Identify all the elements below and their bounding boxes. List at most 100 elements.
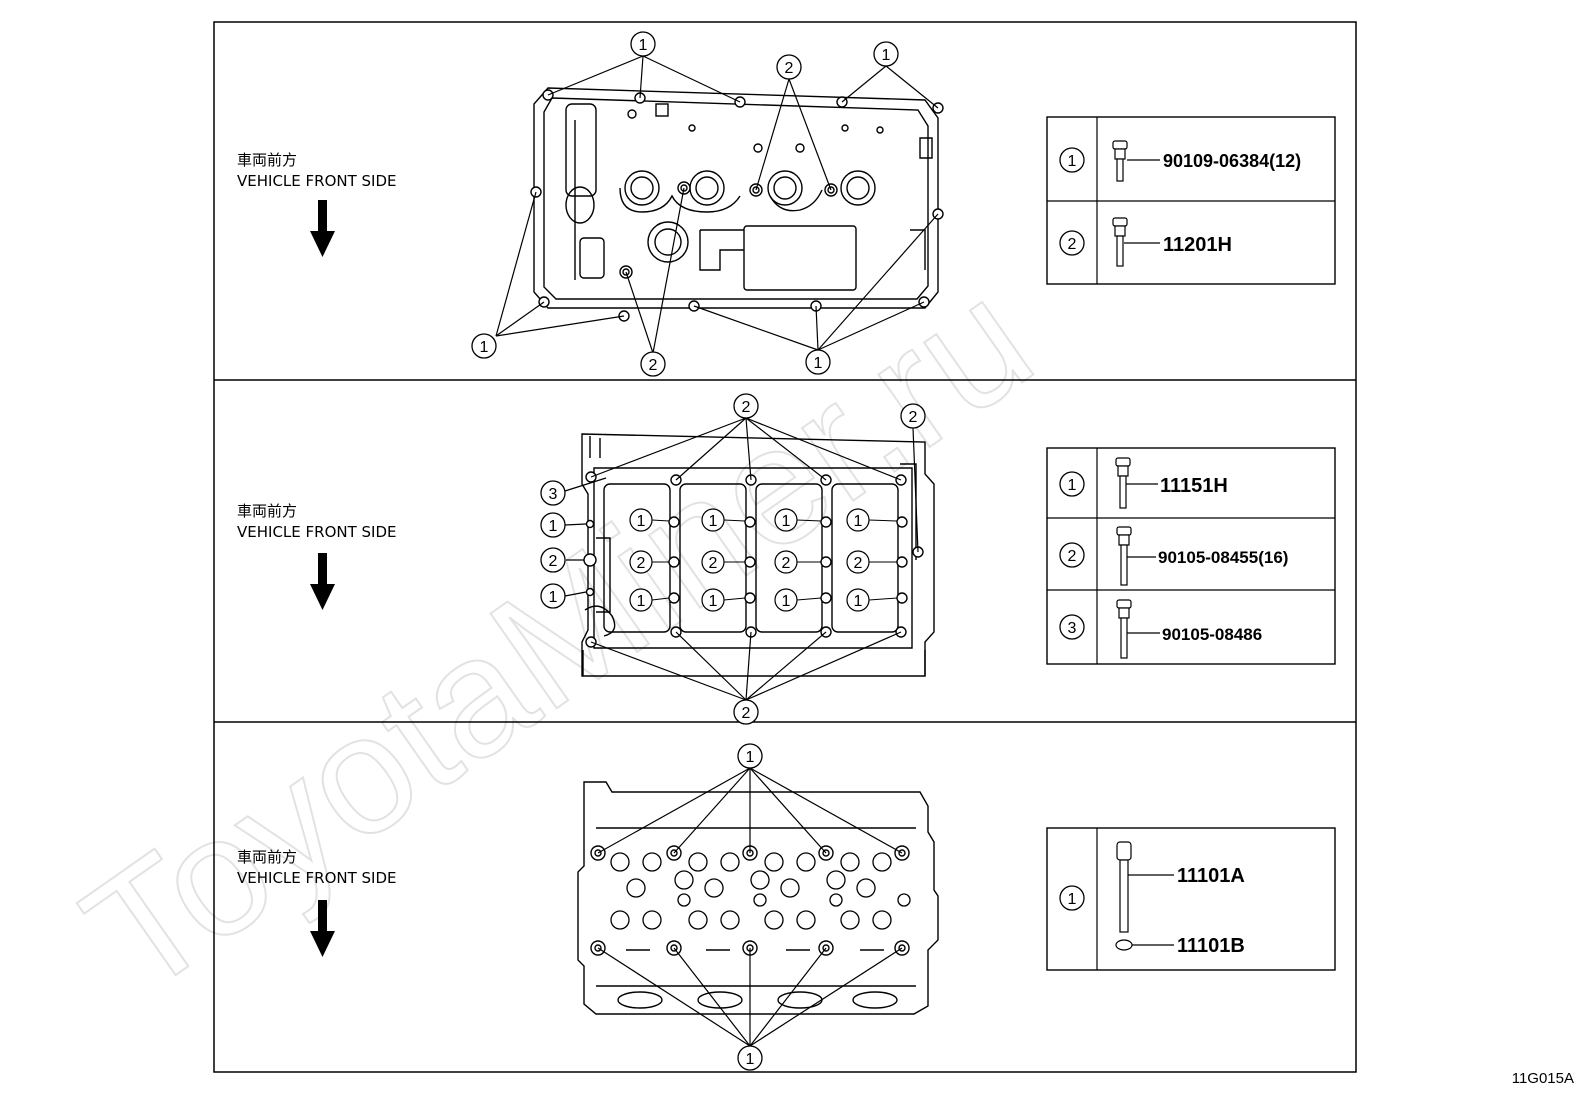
bore-callout: 1 [629, 508, 670, 532]
block-callouts: 2 2 3 1 2 1 2 [540, 393, 926, 725]
bolt-icon [1116, 599, 1132, 659]
bolt-part-number: 90105-08486 [1162, 625, 1262, 644]
bore-callout: 1 [774, 508, 822, 532]
svg-text:1: 1 [814, 355, 823, 372]
svg-text:2: 2 [742, 399, 751, 416]
cover-drawing [533, 87, 939, 309]
svg-text:1: 1 [549, 589, 558, 606]
bolt-number: 1 [1068, 153, 1077, 170]
svg-text:1: 1 [637, 513, 646, 530]
callout-circle: 1 [737, 743, 763, 769]
bolt-number: 2 [1068, 548, 1077, 565]
cover-bolt-holes [530, 89, 944, 322]
svg-text:1: 1 [709, 513, 718, 530]
bolt-row: 1 11101A 11101B [1059, 841, 1245, 957]
bolt-part-number: 11151H [1160, 475, 1228, 497]
head-bolt-holes [590, 845, 910, 956]
svg-text:1: 1 [639, 37, 648, 54]
callout-circle: 1 [540, 583, 566, 609]
block-leaders [564, 417, 919, 701]
bolt-row: 2 11201H [1059, 217, 1232, 267]
front-label-jp: 車両前方 [237, 502, 297, 520]
callout-circle: 1 [805, 349, 831, 375]
callout-circle: 2 [540, 547, 566, 573]
bolt-row: 3 90105-08486 [1059, 599, 1262, 659]
panel-head: 車両前方 VEHICLE FRONT SIDE [237, 743, 1336, 1071]
bore-callout: 1 [774, 588, 822, 612]
svg-text:1: 1 [480, 339, 489, 356]
head-bores [610, 852, 911, 930]
bore-callout: 1 [701, 588, 746, 612]
bolt-icon [1115, 841, 1133, 951]
svg-text:1: 1 [746, 749, 755, 766]
head-callouts: 1 1 [737, 743, 763, 1071]
svg-text:2: 2 [649, 357, 658, 374]
bolt-part-number: 11101A [1177, 865, 1245, 887]
bolt-icon [1115, 457, 1131, 509]
block-grid-labels: 1 2 1 1 2 1 1 2 1 1 2 1 [629, 508, 898, 612]
bolt-icon [1112, 217, 1128, 267]
bolt-number: 3 [1068, 620, 1077, 637]
svg-text:2: 2 [909, 409, 918, 426]
callout-circle: 2 [900, 403, 926, 429]
front-label-en: VEHICLE FRONT SIDE [237, 172, 397, 190]
head-drawing [577, 781, 939, 1015]
bolt-row: 1 11151H [1059, 457, 1228, 509]
svg-text:1: 1 [782, 593, 791, 610]
callout-circle: 1 [873, 41, 899, 67]
callout-circle: 2 [733, 393, 759, 419]
svg-text:2: 2 [709, 555, 718, 572]
callout-circle: 1 [471, 333, 497, 359]
svg-text:1: 1 [637, 593, 646, 610]
bolt-icon [1112, 140, 1128, 182]
callout-circle: 1 [630, 31, 656, 57]
bore-callout: 2 [629, 550, 669, 574]
bore-callout: 1 [846, 588, 898, 612]
panel-cover: 車両前方 VEHICLE FRONT SIDE [237, 31, 1336, 377]
bore-callout: 1 [846, 508, 898, 532]
bolt-table-head: 1 11101A 11101B [1046, 827, 1336, 971]
svg-text:2: 2 [637, 555, 646, 572]
front-label-jp: 車両前方 [237, 848, 297, 866]
bolt-row: 1 90109-06384(12) [1059, 140, 1301, 182]
callout-circle: 2 [640, 351, 666, 377]
svg-text:2: 2 [854, 555, 863, 572]
callout-circle: 1 [540, 512, 566, 538]
washer-part-number: 11101B [1177, 935, 1245, 957]
svg-text:2: 2 [785, 60, 794, 77]
svg-text:1: 1 [549, 518, 558, 535]
callout-circle: 3 [540, 480, 566, 506]
front-arrow-icon [310, 900, 335, 957]
svg-text:2: 2 [742, 705, 751, 722]
svg-text:1: 1 [709, 593, 718, 610]
svg-text:2: 2 [549, 553, 558, 570]
bore-callout: 1 [701, 508, 746, 532]
svg-text:1: 1 [746, 1051, 755, 1068]
bolt-number: 2 [1068, 236, 1077, 253]
svg-text:1: 1 [782, 513, 791, 530]
svg-text:1: 1 [882, 47, 891, 64]
callout-circle: 2 [733, 699, 759, 725]
cover-leaders [495, 55, 939, 354]
callout-circle: 1 [737, 1045, 763, 1071]
bolt-number: 1 [1068, 891, 1077, 908]
svg-text:2: 2 [782, 555, 791, 572]
outer-frame [213, 21, 1357, 1073]
svg-text:1: 1 [854, 513, 863, 530]
bolt-table-cover: 1 90109-06384(12) 2 11201H [1046, 116, 1336, 285]
front-label-jp: 車両前方 [237, 151, 297, 169]
bore-callout: 2 [846, 550, 897, 574]
panel-block: 車両前方 VEHICLE FRONT SIDE [237, 393, 1336, 725]
front-label-en: VEHICLE FRONT SIDE [237, 523, 397, 541]
head-leaders [597, 767, 903, 1047]
bolt-part-number: 90105-08455(16) [1158, 548, 1288, 567]
bolt-part-number: 11201H [1163, 234, 1232, 256]
bolt-number: 1 [1068, 477, 1077, 494]
bore-callout: 2 [701, 550, 745, 574]
bore-callout: 2 [774, 550, 821, 574]
front-label-en: VEHICLE FRONT SIDE [237, 869, 397, 887]
reference-code: 11G015A [1511, 1070, 1574, 1087]
bore-callout: 1 [629, 588, 670, 612]
front-arrow-icon [310, 553, 335, 610]
